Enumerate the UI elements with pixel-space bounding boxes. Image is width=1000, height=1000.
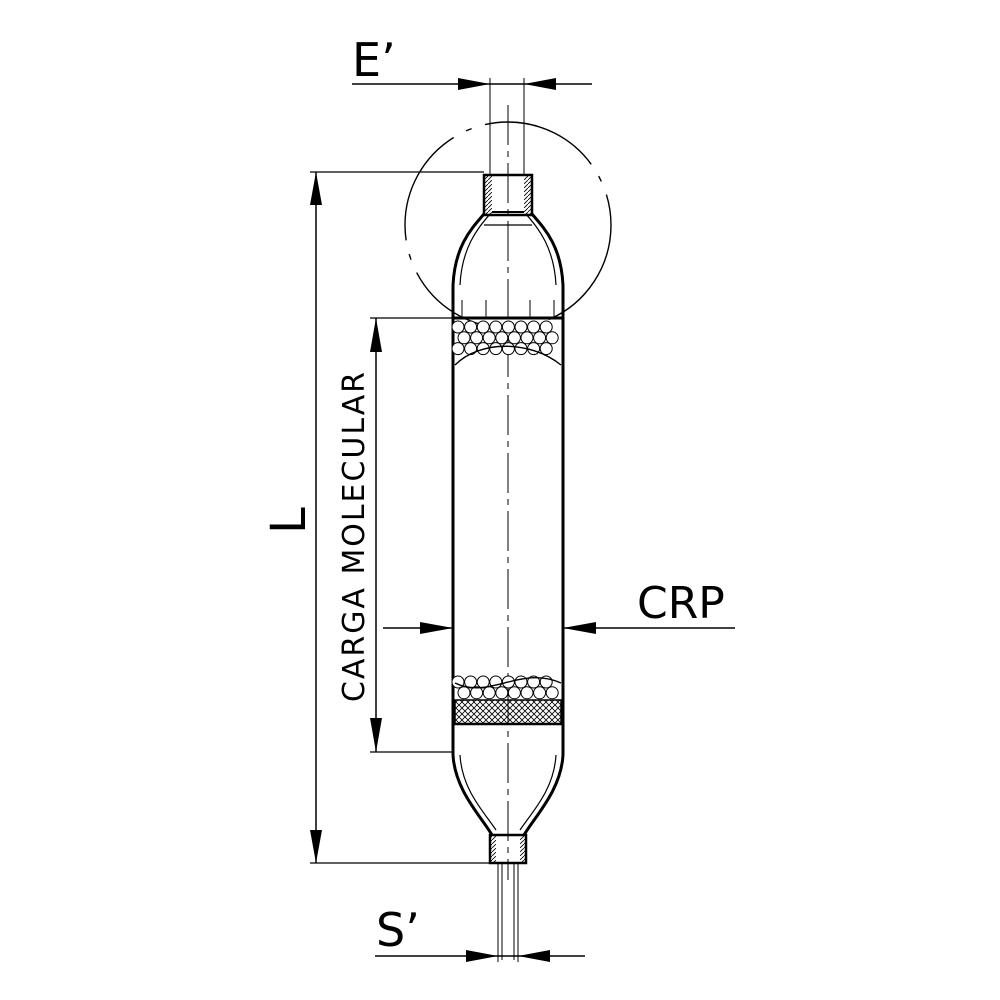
shell-top-dome bbox=[451, 213, 565, 286]
upper-bed-surface bbox=[454, 345, 562, 366]
desiccant-bead bbox=[451, 320, 465, 334]
length-label: L bbox=[261, 507, 317, 534]
desiccant-bead bbox=[476, 320, 490, 334]
desiccant-bead bbox=[457, 686, 471, 700]
desiccant-bead bbox=[495, 686, 509, 700]
desiccant-bead bbox=[470, 331, 484, 345]
desiccant-bead bbox=[514, 675, 528, 689]
crp-dimension bbox=[383, 622, 735, 634]
desiccant-bead bbox=[514, 320, 528, 334]
desiccant-bead bbox=[533, 686, 547, 700]
desiccant-bead bbox=[489, 320, 503, 334]
desiccant-bead bbox=[539, 342, 553, 356]
desiccant-bead bbox=[539, 320, 553, 334]
upper-desiccant-beads bbox=[451, 320, 559, 356]
molecular-charge-label: CARGA MOLECULAR bbox=[337, 370, 372, 702]
desiccant-bead bbox=[482, 331, 496, 345]
desiccant-bead bbox=[527, 675, 541, 689]
desiccant-bead bbox=[501, 342, 515, 356]
lower-bed-surface bbox=[454, 677, 562, 689]
length-dimension bbox=[310, 171, 490, 864]
inlet-diameter-label: E’ bbox=[352, 33, 396, 87]
desiccant-bead bbox=[520, 686, 534, 700]
crp-label: CRP bbox=[637, 578, 725, 629]
desiccant-bead bbox=[520, 331, 534, 345]
desiccant-bead bbox=[507, 686, 521, 700]
inlet-tube bbox=[482, 173, 534, 217]
outlet-tube bbox=[488, 833, 528, 960]
shell-bottom-dome bbox=[451, 754, 565, 836]
outlet-dimension bbox=[375, 863, 585, 962]
inlet-dimension bbox=[352, 78, 592, 175]
desiccant-bead bbox=[545, 686, 559, 700]
desiccant-bead bbox=[451, 342, 465, 356]
desiccant-bead bbox=[482, 686, 496, 700]
desiccant-bead bbox=[527, 320, 541, 334]
desiccant-bead bbox=[507, 331, 521, 345]
filter-pad bbox=[454, 699, 562, 725]
upper-screen bbox=[453, 300, 563, 320]
desiccant-bead bbox=[464, 342, 478, 356]
desiccant-bead bbox=[495, 331, 509, 345]
desiccant-bead bbox=[470, 686, 484, 700]
desiccant-bead bbox=[489, 342, 503, 356]
desiccant-bead bbox=[501, 320, 515, 334]
desiccant-bead bbox=[545, 331, 559, 345]
desiccant-bead bbox=[464, 320, 478, 334]
desiccant-bead bbox=[533, 331, 547, 345]
desiccant-bead bbox=[457, 331, 471, 345]
molecular-charge-dimension bbox=[370, 317, 453, 753]
outlet-diameter-label: S’ bbox=[376, 903, 420, 957]
